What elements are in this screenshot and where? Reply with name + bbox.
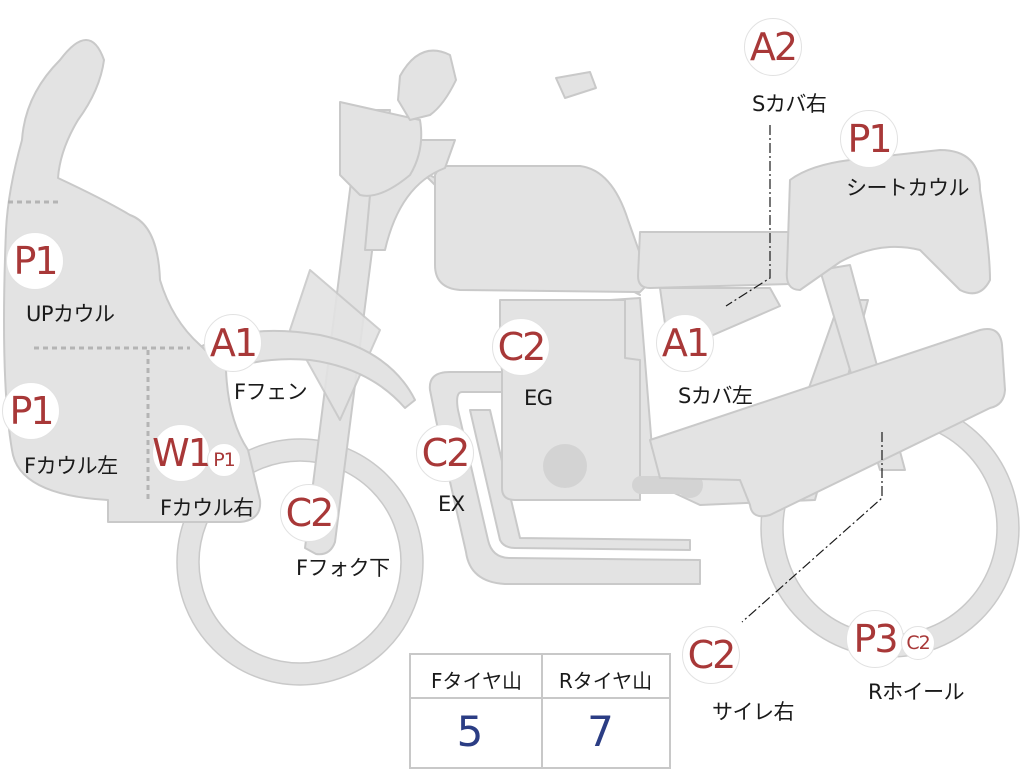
front-wheel xyxy=(177,439,423,685)
seat-cowl xyxy=(785,149,991,295)
label-silencer-right: サイレ右 xyxy=(712,700,795,724)
part-code-p3-rear-wheel: P3 xyxy=(846,610,904,668)
part-code-c2-engine: C2 xyxy=(492,318,550,376)
part-code-p1-seat-cowl: P1 xyxy=(840,110,898,168)
front-tire-header: Fタイヤ山 xyxy=(431,669,522,693)
label-exhaust: EX xyxy=(438,492,465,516)
part-code-a1-front-fender: A1 xyxy=(204,314,262,372)
part-code-w1-front-cowl-right: W1 xyxy=(152,424,212,482)
fuel-tank xyxy=(434,165,651,293)
part-code-p1-front-cowl-right: P1 xyxy=(207,443,241,477)
rear-tire-header: Rタイヤ山 xyxy=(558,669,653,693)
part-code-c2-silencer-right: C2 xyxy=(682,626,740,684)
front-tire-value: 5 xyxy=(456,707,484,756)
rear-tire-value: 7 xyxy=(587,707,614,756)
tire-tread-table: Fタイヤ山 Rタイヤ山 5 7 xyxy=(409,653,671,769)
label-front-cowl-right: Fカウル右 xyxy=(160,496,254,520)
label-up-cowl: UPカウル xyxy=(26,302,115,326)
seat xyxy=(637,231,791,289)
part-code-c2-rear-wheel: C2 xyxy=(901,626,935,660)
part-code-a2: A2 xyxy=(744,18,802,76)
part-code-c2-exhaust: C2 xyxy=(416,424,474,482)
label-front-fork-lower: Fフォク下 xyxy=(296,556,390,580)
label-front-cowl-left: Fカウル左 xyxy=(24,454,118,478)
label-engine: EG xyxy=(524,386,553,410)
part-code-c2-front-fork-lower: C2 xyxy=(280,484,338,542)
part-code-p1-up-cowl: P1 xyxy=(6,232,64,290)
table-grid xyxy=(411,655,669,767)
label-front-fender: Fフェン xyxy=(234,380,308,404)
part-code-a1-s-cover-left: A1 xyxy=(656,314,714,372)
swingarm xyxy=(649,328,1006,518)
label-seat-cowl: シートカウル xyxy=(846,176,970,200)
label-s-cover-left: Sカバ左 xyxy=(678,384,753,408)
part-code-p1-front-cowl-left: P1 xyxy=(2,382,60,440)
label-s-cover-right: Sカバ右 xyxy=(752,92,827,116)
exhaust-pipe xyxy=(428,371,701,585)
label-rear-wheel: Rホイール xyxy=(868,680,965,704)
